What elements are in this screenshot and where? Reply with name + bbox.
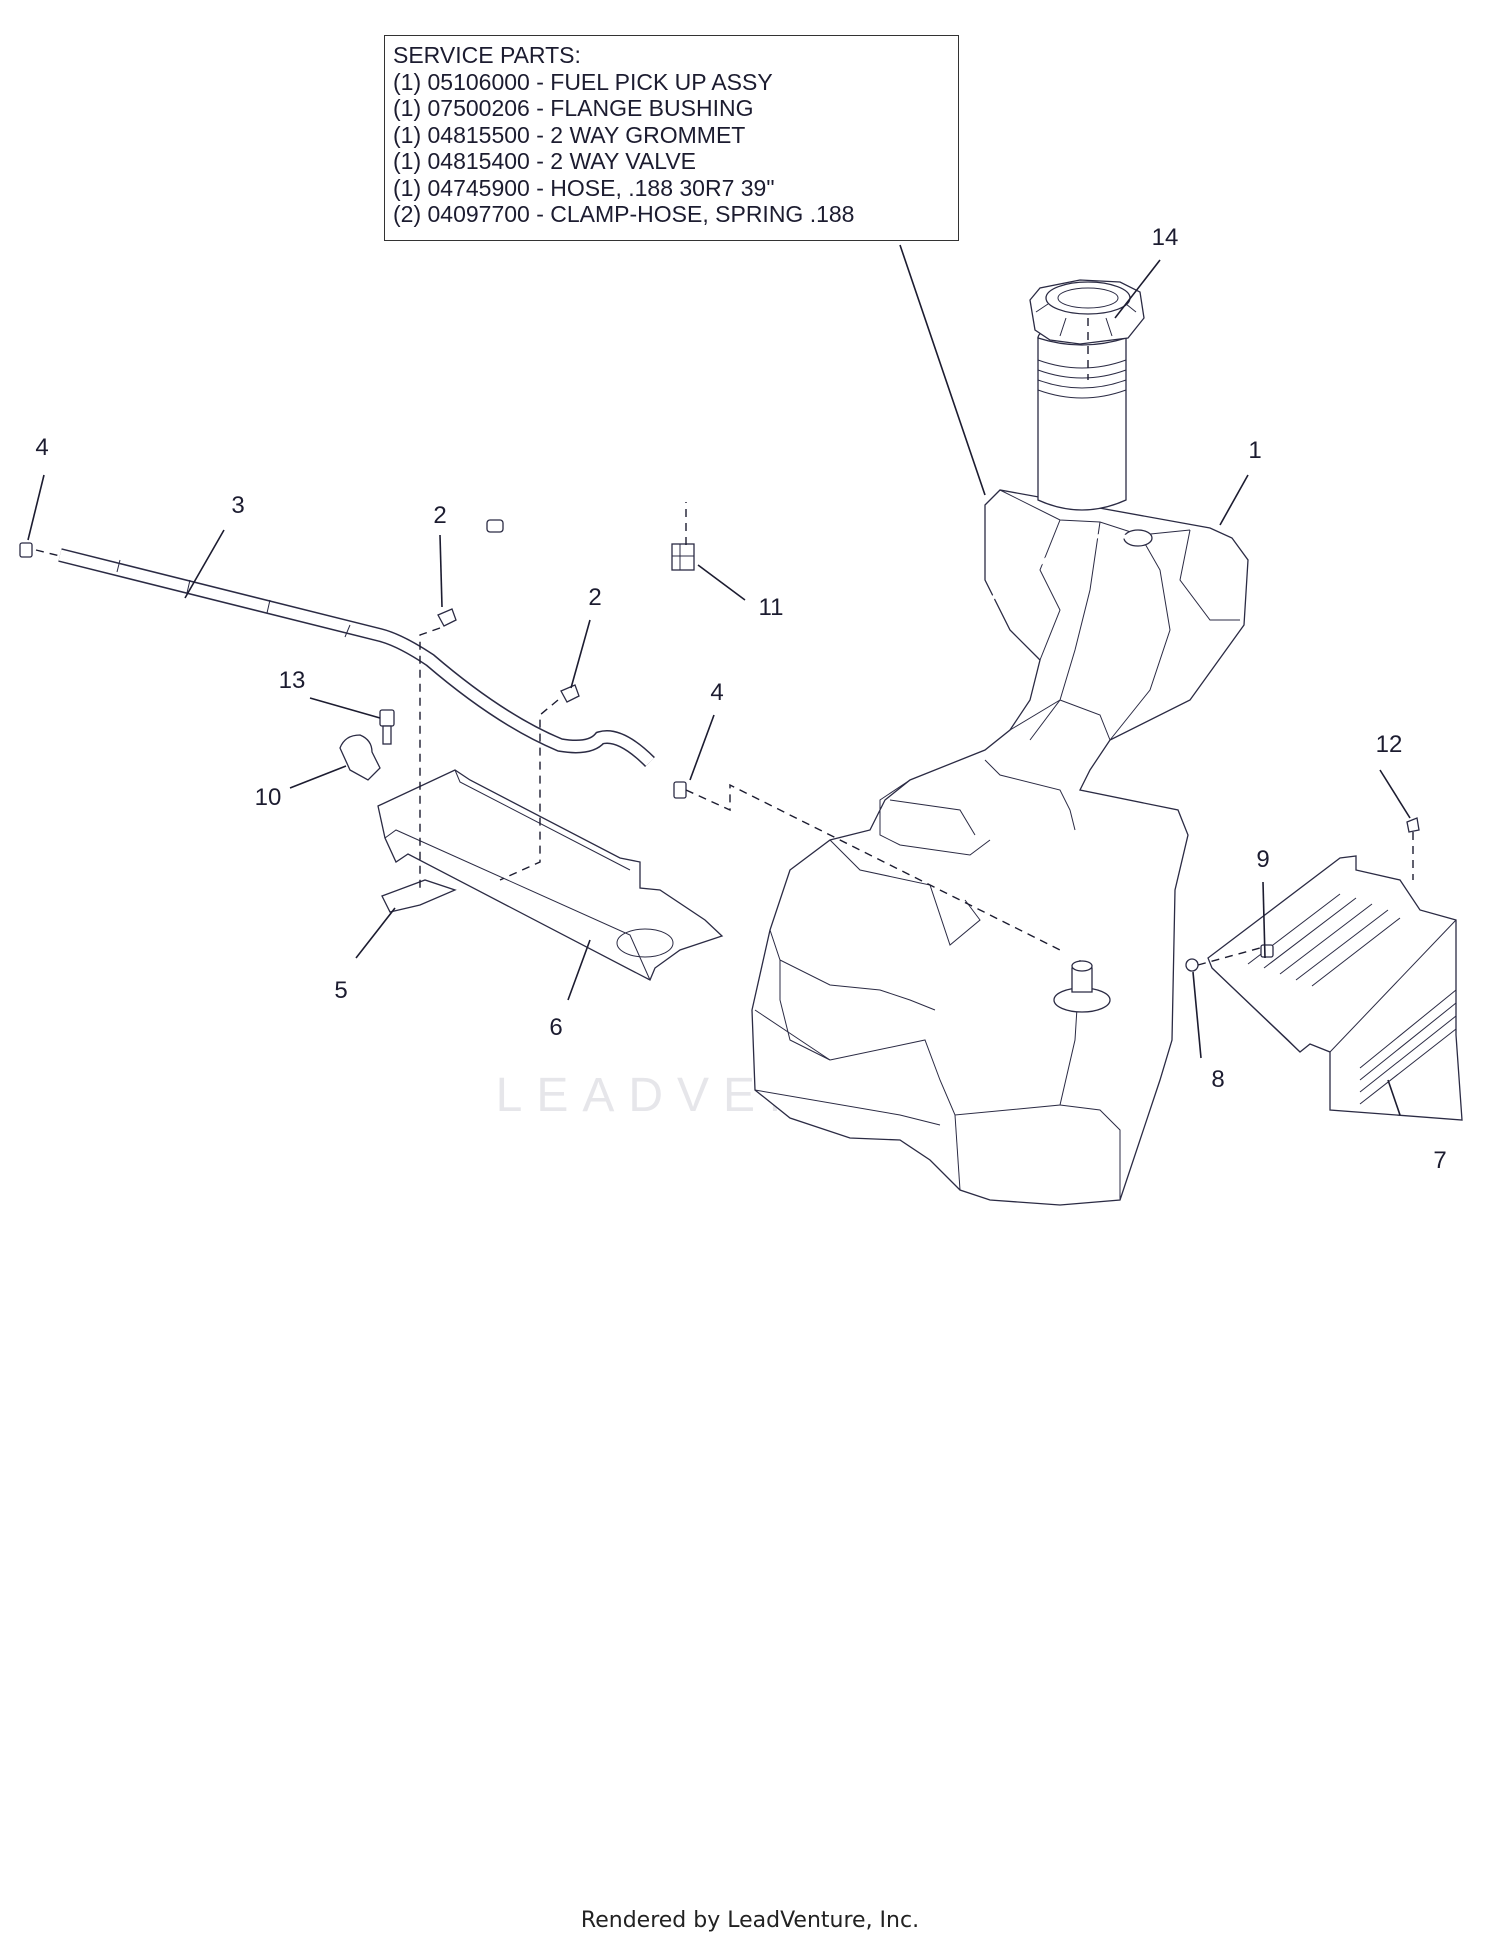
service-part-item: (1) 05106000 - FUEL PICK UP ASSY bbox=[393, 68, 773, 95]
service-part-item: (1) 04815400 - 2 WAY VALVE bbox=[393, 148, 696, 174]
callout-8: 8 bbox=[1211, 1066, 1224, 1093]
callout-12: 12 bbox=[1376, 731, 1403, 758]
callout-4a: 4 bbox=[35, 434, 48, 461]
fuel-tank bbox=[751, 323, 1249, 1206]
callout-2a: 2 bbox=[433, 502, 446, 529]
vent-hose bbox=[486, 485, 1131, 621]
callout-2b: 2 bbox=[588, 584, 601, 611]
callout-9: 9 bbox=[1256, 846, 1269, 873]
callout-11: 11 bbox=[759, 594, 784, 621]
service-part-item: (1) 04745900 - HOSE, .188 30R7 39" bbox=[393, 174, 775, 201]
leader-lines bbox=[27, 244, 1411, 1116]
service-part-item: (1) 04815500 - 2 WAY GROMMET bbox=[393, 121, 746, 148]
service-part-item: (2) 04097700 - CLAMP-HOSE, SPRING .188 bbox=[393, 201, 855, 227]
assembly-lines bbox=[35, 318, 1414, 966]
callout-10: 10 bbox=[255, 784, 282, 811]
callout-7: 7 bbox=[1433, 1147, 1446, 1174]
callout-14: 14 bbox=[1152, 224, 1179, 251]
callout-13: 13 bbox=[279, 667, 306, 694]
bracket bbox=[377, 769, 724, 981]
hose-clips bbox=[437, 608, 580, 703]
service-part-item: (1) 07500206 - FLANGE BUSHING bbox=[393, 95, 754, 121]
footer-credit: Rendered by LeadVenture, Inc. bbox=[580, 1908, 920, 1933]
bolt-and-clamp bbox=[339, 709, 395, 781]
hose-clamps bbox=[19, 542, 687, 799]
callout-1: 1 bbox=[1248, 437, 1261, 464]
fuel-cap bbox=[1029, 279, 1145, 345]
callout-4b: 4 bbox=[710, 679, 723, 706]
callout-3: 3 bbox=[231, 492, 244, 519]
fuel-hose bbox=[58, 548, 655, 768]
callout-6: 6 bbox=[549, 1014, 562, 1041]
callout-5: 5 bbox=[334, 977, 347, 1004]
service-parts-box: SERVICE PARTS: (1) 05106000 - FUEL PICK … bbox=[384, 35, 959, 241]
service-parts-title: SERVICE PARTS: bbox=[393, 42, 581, 68]
heat-shield bbox=[1207, 855, 1463, 1121]
